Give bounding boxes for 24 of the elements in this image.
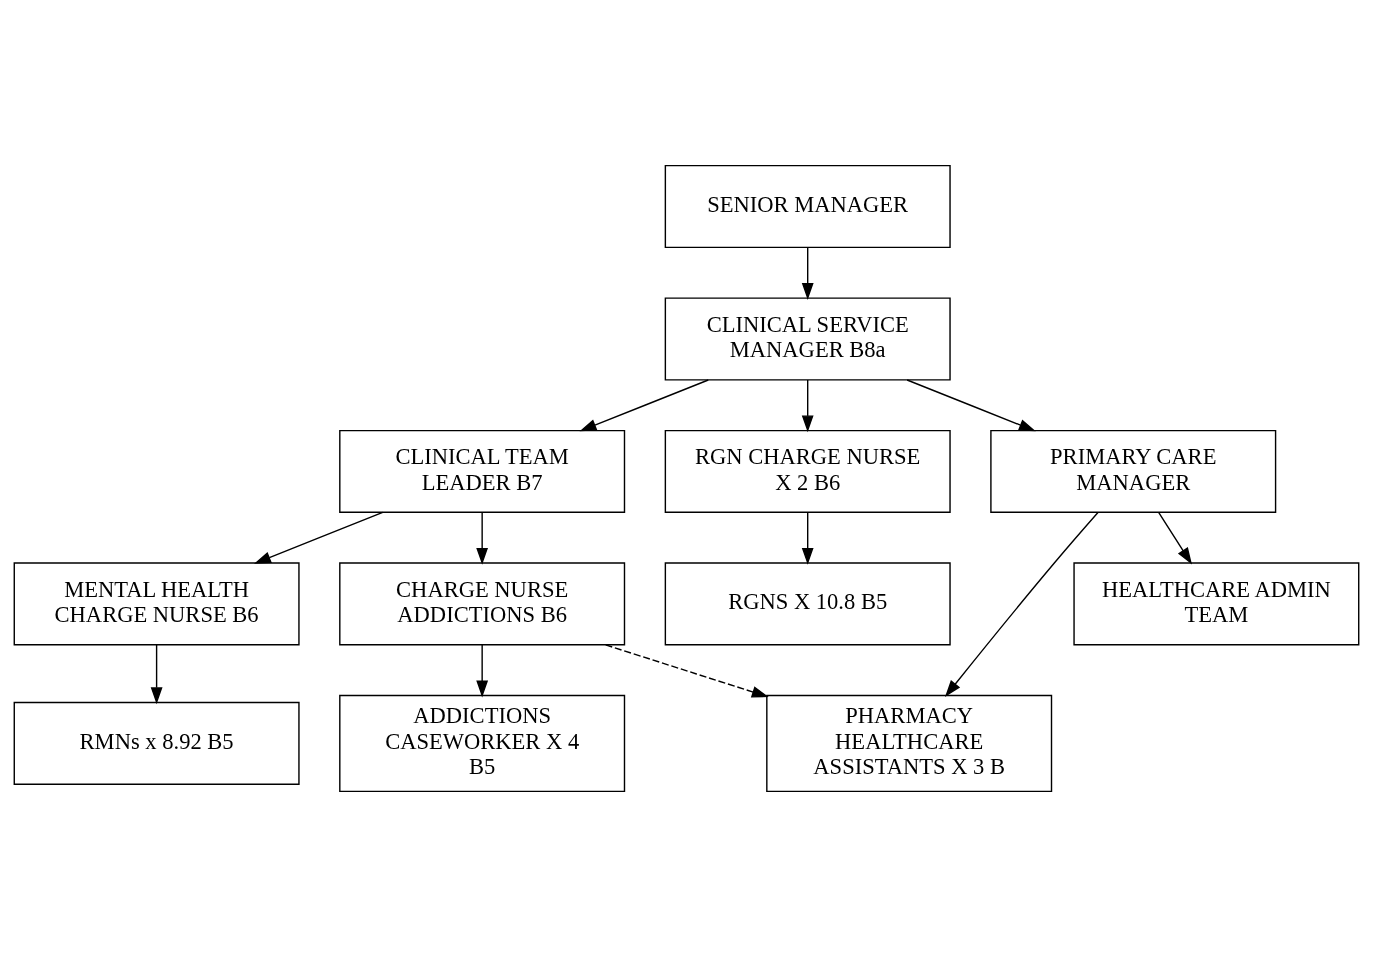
node-box: RMNs x 8.92 B5 (13, 701, 300, 786)
node-box: PHARMACY HEALTHCARE ASSISTANTS X 3 B (766, 694, 1053, 793)
arrow (476, 511, 489, 565)
node-box: SENIOR MANAGER (664, 164, 951, 249)
node-box: RGN CHARGE NURSE X 2 B6 (664, 429, 951, 514)
arrow (579, 379, 709, 432)
arrow (150, 644, 163, 705)
arrow (604, 644, 769, 698)
node-box: RGNS X 10.8 B5 (664, 562, 951, 646)
arrow (906, 379, 1036, 432)
arrow (254, 511, 384, 564)
arrow (944, 511, 1099, 697)
node-box: MENTAL HEALTH CHARGE NURSE B6 (13, 562, 300, 646)
arrow (476, 644, 489, 698)
arrow (801, 246, 814, 300)
node-box: CLINICAL SERVICE MANAGER B8a (664, 297, 951, 381)
node-box: CLINICAL TEAM LEADER B7 (339, 429, 626, 514)
node-box: HEALTHCARE ADMIN TEAM (1073, 562, 1360, 646)
arrow (801, 511, 814, 565)
arrow (1157, 511, 1192, 565)
node-box: ADDICTIONS CASEWORKER X 4 B5 (339, 694, 626, 793)
arrow (801, 379, 814, 433)
node-box: PRIMARY CARE MANAGER (990, 429, 1277, 514)
node-box: CHARGE NURSE ADDICTIONS B6 (339, 562, 626, 646)
